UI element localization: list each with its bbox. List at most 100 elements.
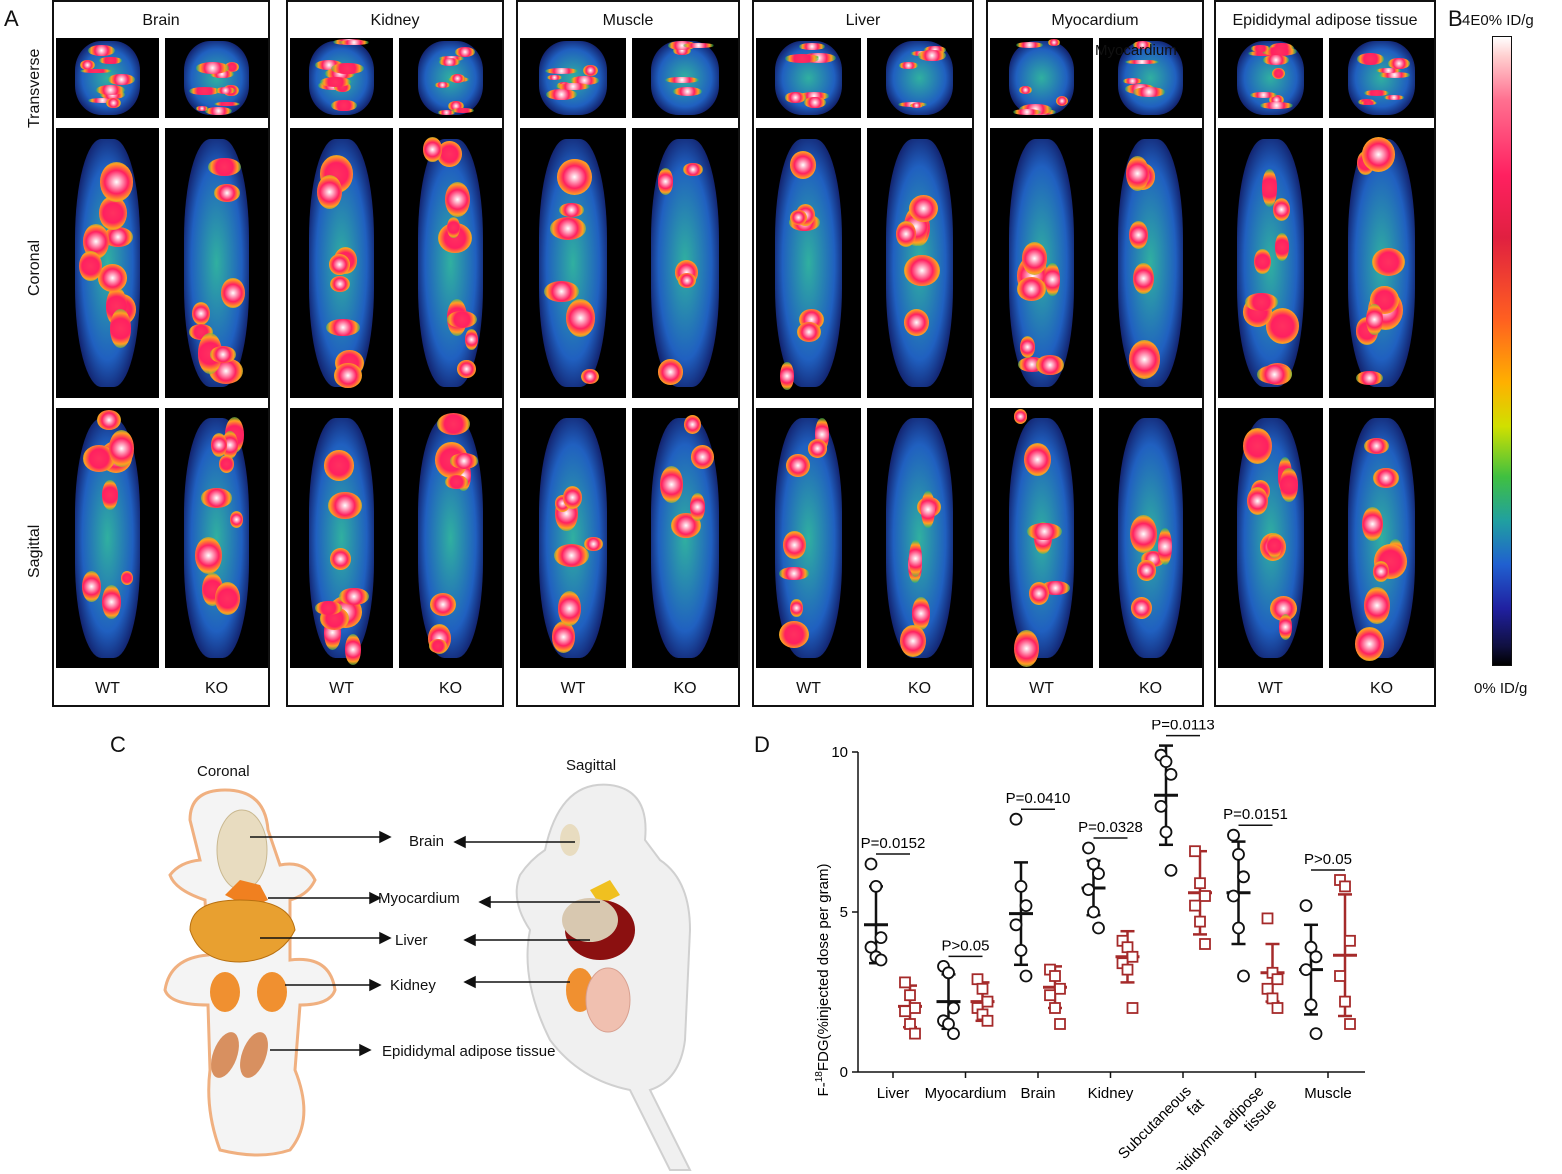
hotspot <box>908 194 938 222</box>
coronal-brain <box>216 809 268 891</box>
hotspot <box>82 570 102 603</box>
data-point <box>1159 755 1173 768</box>
hotspot <box>1372 561 1389 582</box>
hotspot <box>673 46 692 55</box>
coronal-mouse-outline <box>163 788 337 1157</box>
genotype-label-ko: KO <box>673 680 697 697</box>
sagittal-intestine <box>585 967 631 1033</box>
pvalue-label: P=0.0113 <box>1151 720 1215 734</box>
data-point <box>976 982 989 995</box>
hotspot <box>785 453 810 478</box>
data-point <box>1237 969 1250 983</box>
data-point <box>1304 940 1318 954</box>
anatomy-label-kidney: Kidney <box>390 977 436 994</box>
hotspot <box>1045 263 1060 297</box>
data-point <box>1159 825 1173 839</box>
pet-image-tile <box>399 38 502 118</box>
hotspot <box>1267 532 1282 558</box>
panel-letter-a: A <box>4 6 19 31</box>
data-point <box>1044 989 1056 1002</box>
x-tick-label: Myocardium <box>925 1085 1007 1102</box>
hotspot <box>331 62 364 74</box>
hotspot <box>1132 262 1155 295</box>
hotspot <box>1016 41 1044 48</box>
hotspot <box>99 162 133 202</box>
hotspot <box>1014 629 1040 668</box>
data-point <box>1087 905 1100 919</box>
pet-image-tile <box>165 408 268 668</box>
row-label-transverse: Transverse <box>26 48 43 128</box>
hotspot <box>1356 371 1383 385</box>
data-point <box>1309 1027 1323 1041</box>
hotspot <box>1280 468 1299 502</box>
data-point <box>1194 915 1206 928</box>
hotspot <box>783 530 806 560</box>
hotspot <box>553 544 590 568</box>
hotspot <box>195 62 230 74</box>
hotspot <box>1278 614 1293 640</box>
hotspot <box>659 466 684 504</box>
hotspot <box>229 510 244 529</box>
hotspot <box>102 226 133 247</box>
data-point <box>1164 768 1178 781</box>
hotspot <box>683 415 702 435</box>
anatomy-label-adipose: Epididymal adipose tissue <box>382 1043 556 1060</box>
data-point <box>942 966 955 980</box>
data-point <box>1054 1018 1066 1030</box>
hotspot <box>1364 438 1390 455</box>
hotspot <box>449 452 478 469</box>
hotspot <box>457 359 476 378</box>
hotspot <box>448 100 465 111</box>
color-scale-bar <box>1492 36 1512 666</box>
hotspot <box>557 591 581 627</box>
pvalue-label: P=0.0151 <box>1223 806 1288 823</box>
pet-image-tile <box>399 128 502 398</box>
hotspot <box>445 474 469 489</box>
hotspot <box>1275 232 1289 261</box>
pet-image-tile <box>990 38 1093 118</box>
hotspot <box>334 81 352 93</box>
hotspot <box>657 167 674 195</box>
hotspot <box>326 318 361 337</box>
data-point <box>942 1017 955 1031</box>
hotspot <box>338 40 370 45</box>
hotspot <box>909 103 923 109</box>
hotspot <box>1263 55 1289 65</box>
hotspot <box>194 537 222 574</box>
hotspot <box>1013 409 1028 424</box>
hotspot <box>329 254 350 275</box>
organ-title: Epididymal adipose tissue <box>1232 12 1418 29</box>
hotspot <box>210 432 228 458</box>
data-point <box>1232 921 1245 935</box>
hotspot <box>1016 276 1047 301</box>
hotspot <box>547 74 563 80</box>
hotspot <box>1132 41 1153 50</box>
data-point <box>1014 879 1028 893</box>
hotspot <box>213 183 241 203</box>
pet-image-tile <box>290 128 393 398</box>
data-point <box>1271 1002 1284 1014</box>
hotspot <box>108 73 135 85</box>
hotspot <box>1247 486 1269 516</box>
data-point <box>1121 941 1134 954</box>
x-tick-label: Kidney <box>1088 1085 1134 1102</box>
hotspot <box>218 454 235 473</box>
data-point <box>1121 963 1134 976</box>
hotspot <box>667 41 696 51</box>
data-point <box>1227 889 1240 903</box>
hotspot <box>911 597 931 630</box>
hotspot <box>779 620 810 649</box>
data-point <box>1266 992 1279 1005</box>
hotspot <box>1029 581 1050 606</box>
data-point <box>1227 828 1240 842</box>
coronal-title: Coronal <box>197 763 250 780</box>
data-point <box>1126 950 1139 963</box>
data-point <box>1126 1002 1139 1014</box>
scale-bottom-label: 0% ID/g <box>1474 680 1528 697</box>
hotspot <box>465 328 479 350</box>
hotspot <box>1244 292 1278 312</box>
pet-image-tile <box>165 38 268 118</box>
hotspot <box>678 273 697 289</box>
pet-image-tile <box>56 408 159 668</box>
hotspot <box>1129 515 1157 553</box>
